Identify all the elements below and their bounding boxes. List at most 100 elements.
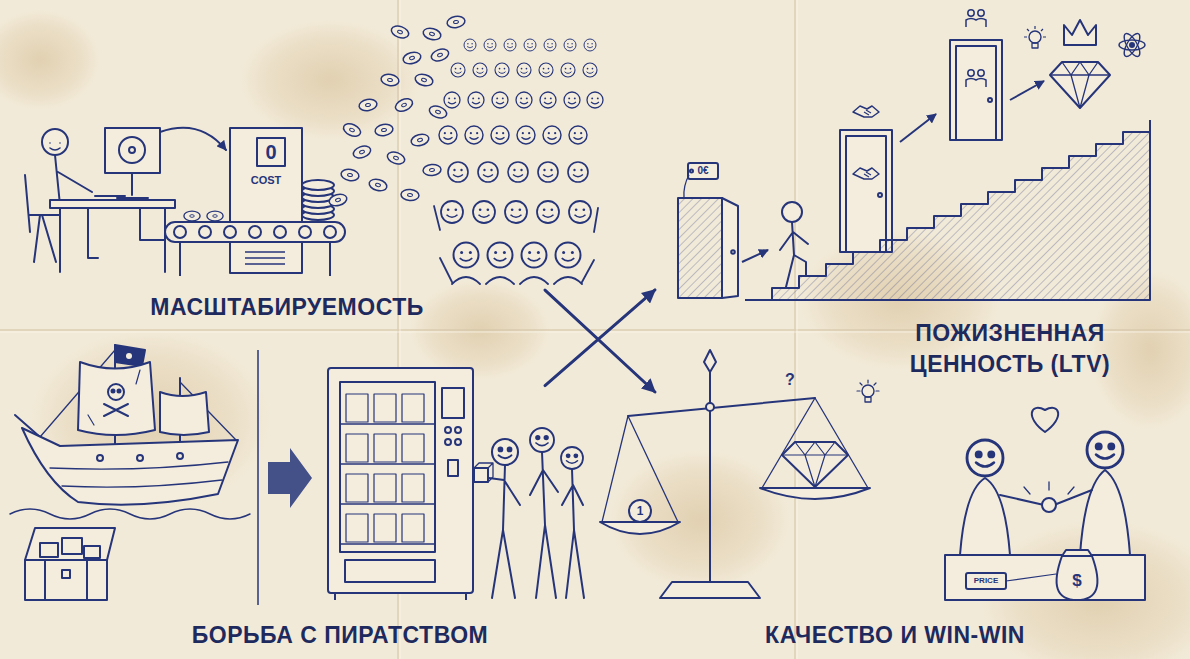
pirate-ship <box>97 455 103 461</box>
flying-discs <box>446 15 466 29</box>
crowd <box>434 206 598 284</box>
treasure-chest <box>45 560 87 600</box>
crowd <box>473 63 487 77</box>
crowd <box>473 201 495 223</box>
handshake-people <box>966 573 1006 589</box>
balance-scale <box>704 350 716 372</box>
flying-discs <box>410 132 430 147</box>
start-door <box>678 198 722 298</box>
crowd <box>524 39 536 51</box>
reward-icons <box>1121 31 1143 59</box>
crowd <box>448 162 468 182</box>
crowd <box>504 39 516 51</box>
crowd <box>583 63 597 77</box>
start-door <box>731 250 735 254</box>
paper <box>0 10 100 110</box>
balance-scale <box>660 582 760 598</box>
flying-discs <box>402 50 422 65</box>
illustration-text: 0 <box>265 142 276 162</box>
pirate-ship <box>160 392 209 435</box>
panel: КАЧЕСТВО И WIN-WIN <box>600 392 1182 655</box>
handshake-people <box>945 555 1145 600</box>
reward-icons <box>1024 26 1046 48</box>
flying-discs <box>423 164 442 177</box>
handshake-people <box>1080 470 1130 555</box>
copy-machine <box>274 226 286 238</box>
vending-machine <box>346 474 368 502</box>
desk-worker <box>160 128 226 150</box>
illustration-text: ? <box>785 372 795 388</box>
desk-worker <box>25 175 60 262</box>
flying-discs <box>386 150 407 166</box>
climber <box>780 222 808 287</box>
crowd <box>465 126 483 144</box>
start-door <box>684 175 689 198</box>
crowd <box>434 39 603 284</box>
vending-machine <box>346 394 424 542</box>
pirate-ship <box>10 509 250 519</box>
copy-machine <box>302 180 334 190</box>
flying-discs <box>422 26 442 41</box>
copy-machine <box>299 226 311 238</box>
desk-worker <box>25 128 226 272</box>
handshake-people <box>960 478 1010 555</box>
copy-machine <box>180 242 330 276</box>
copy-machine <box>257 138 285 166</box>
vending-machine <box>445 427 451 433</box>
paper <box>610 450 790 590</box>
flying-discs <box>374 123 394 137</box>
door-landing <box>840 130 892 252</box>
copy-machine <box>199 226 211 238</box>
flying-discs <box>342 121 363 139</box>
staircase <box>745 120 1150 300</box>
treasure-chest <box>25 528 115 600</box>
pirate-ship <box>137 455 143 461</box>
vending-machine <box>345 560 435 582</box>
door-landing <box>966 70 986 87</box>
crowd <box>444 92 460 108</box>
crowd <box>564 92 580 108</box>
start-door <box>690 170 693 173</box>
handshake-people <box>1032 408 1058 432</box>
flying-discs <box>328 192 348 207</box>
start-door <box>688 163 718 179</box>
queue-people <box>561 447 583 469</box>
crowd <box>484 39 496 51</box>
vending-machine <box>346 514 368 542</box>
flow-arrow <box>545 290 655 386</box>
desk-worker <box>50 200 175 208</box>
crowd <box>556 243 581 268</box>
crowd <box>478 162 498 182</box>
crowd <box>451 63 465 77</box>
pirate-ship <box>108 384 124 400</box>
crowd <box>537 201 559 223</box>
queue-people <box>530 452 558 598</box>
door-landing <box>966 10 986 27</box>
vending-machine <box>374 394 396 422</box>
flying-discs <box>414 72 434 87</box>
door-landing <box>900 114 936 142</box>
crowd <box>584 39 596 51</box>
desk-worker <box>95 173 148 198</box>
handshake-people <box>945 408 1145 600</box>
panel-heading: ПОЖИЗНЕННАЯ ЦЕННОСТЬ (LTV) <box>880 318 1140 380</box>
pirate-ship <box>50 462 228 487</box>
crowd <box>538 162 558 182</box>
pirate-ship <box>177 453 183 459</box>
balance-scale <box>782 442 848 487</box>
crowd <box>569 201 591 223</box>
copy-machine <box>165 128 345 276</box>
start-door <box>742 250 768 262</box>
desk-worker <box>105 128 160 173</box>
copy-machine <box>245 252 285 264</box>
treasure-chest <box>25 528 115 560</box>
desk-worker <box>50 143 60 150</box>
copy-machine <box>165 222 345 242</box>
panel: МАСШТАБИРУЕМОСТЬ <box>8 8 545 330</box>
vending-machine <box>448 460 458 476</box>
treasure-chest <box>25 560 107 600</box>
copy-machine <box>184 211 200 221</box>
